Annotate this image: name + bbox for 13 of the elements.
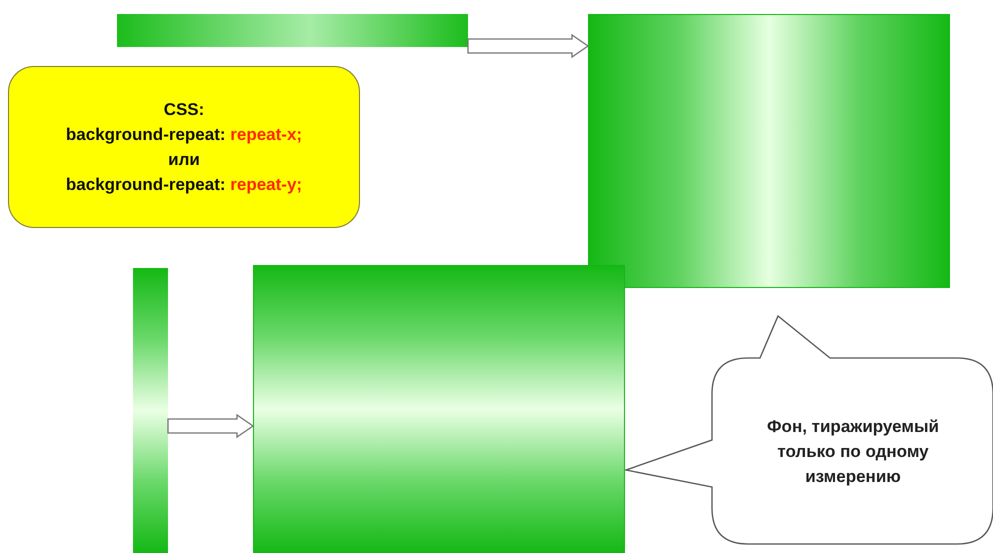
code-line: или: [168, 149, 200, 171]
block-arrow: [167, 414, 254, 438]
gradient-rectangle: [253, 265, 625, 553]
code-line: background-repeat: repeat-x;: [66, 124, 302, 146]
gradient-strip: [133, 268, 168, 553]
note-card: [8, 66, 360, 228]
bubble-text: Фон, тиражируемый только по одному измерению: [766, 416, 940, 488]
block-arrow: [467, 34, 590, 58]
gradient-strip: [117, 14, 468, 47]
gradient-rectangle: [588, 14, 950, 288]
code-line: CSS:: [164, 99, 204, 121]
speech-bubble: [625, 315, 993, 547]
code-line: background-repeat: repeat-y;: [66, 174, 302, 196]
